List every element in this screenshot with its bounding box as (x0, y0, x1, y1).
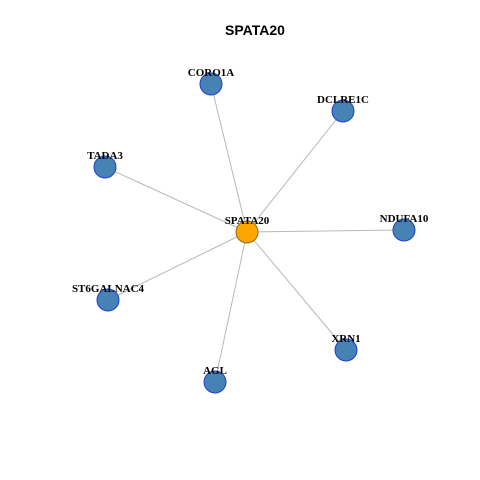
node-ndufa10[interactable] (392, 218, 416, 242)
edge-spata20-ndufa10 (246, 229, 405, 233)
node-label-xrn1: XRN1 (331, 333, 360, 345)
node-spata20[interactable] (235, 220, 259, 244)
nodes-layer (93, 72, 416, 394)
node-label-st6galnac4: ST6GALNAC4 (72, 283, 145, 295)
edge-spata20-tada3 (104, 166, 248, 233)
edge-spata20-agl (214, 231, 248, 383)
node-coro1a[interactable] (199, 72, 223, 96)
node-agl[interactable] (203, 370, 227, 394)
node-label-coro1a: CORO1A (188, 67, 235, 79)
edge-spata20-dclre1c (246, 110, 344, 233)
diagram-title: SPATA20 (225, 22, 285, 38)
node-st6galnac4[interactable] (96, 288, 120, 312)
node-label-agl: AGL (203, 365, 227, 377)
node-label-dclre1c: DCLRE1C (317, 94, 369, 106)
edge-spata20-xrn1 (246, 231, 347, 351)
node-xrn1[interactable] (334, 338, 358, 362)
node-dclre1c[interactable] (331, 99, 355, 123)
labels-layer: CORO1A DCLRE1C TADA3NDUFA10ST6GALNAC4XRN1A… (72, 67, 429, 377)
edges-layer (104, 83, 405, 383)
node-label-ndufa10: NDUFA10 (380, 213, 429, 225)
edge-spata20-st6galnac4 (107, 231, 248, 301)
node-label-spata20: SPATA20 (225, 215, 270, 227)
edge-spata20-coro1a (210, 83, 248, 233)
node-tada3[interactable] (93, 155, 117, 179)
node-label-tada3: TADA3 (87, 150, 123, 162)
